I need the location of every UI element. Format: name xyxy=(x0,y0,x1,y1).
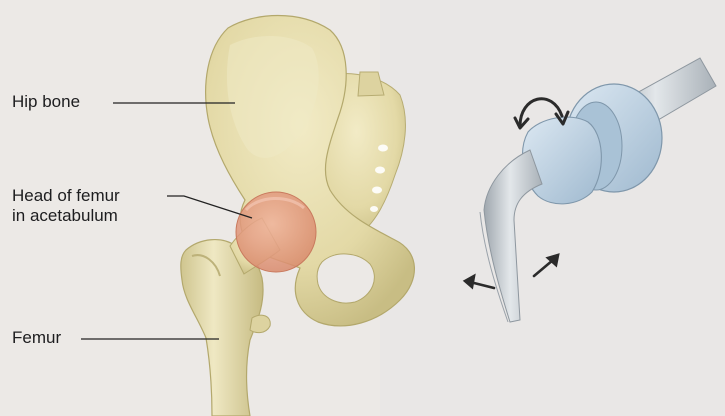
femur-label: Femur xyxy=(12,328,61,348)
head-of-femur-label-line1: Head of femur xyxy=(12,186,120,206)
head-of-femur-label: Head of femur in acetabulum xyxy=(12,186,120,226)
hip-bone-label-text: Hip bone xyxy=(12,92,80,112)
femur-label-text: Femur xyxy=(12,328,61,348)
hip-bone-label: Hip bone xyxy=(12,92,80,112)
femoral-head xyxy=(236,192,316,272)
head-of-femur-label-line2: in acetabulum xyxy=(12,206,120,226)
